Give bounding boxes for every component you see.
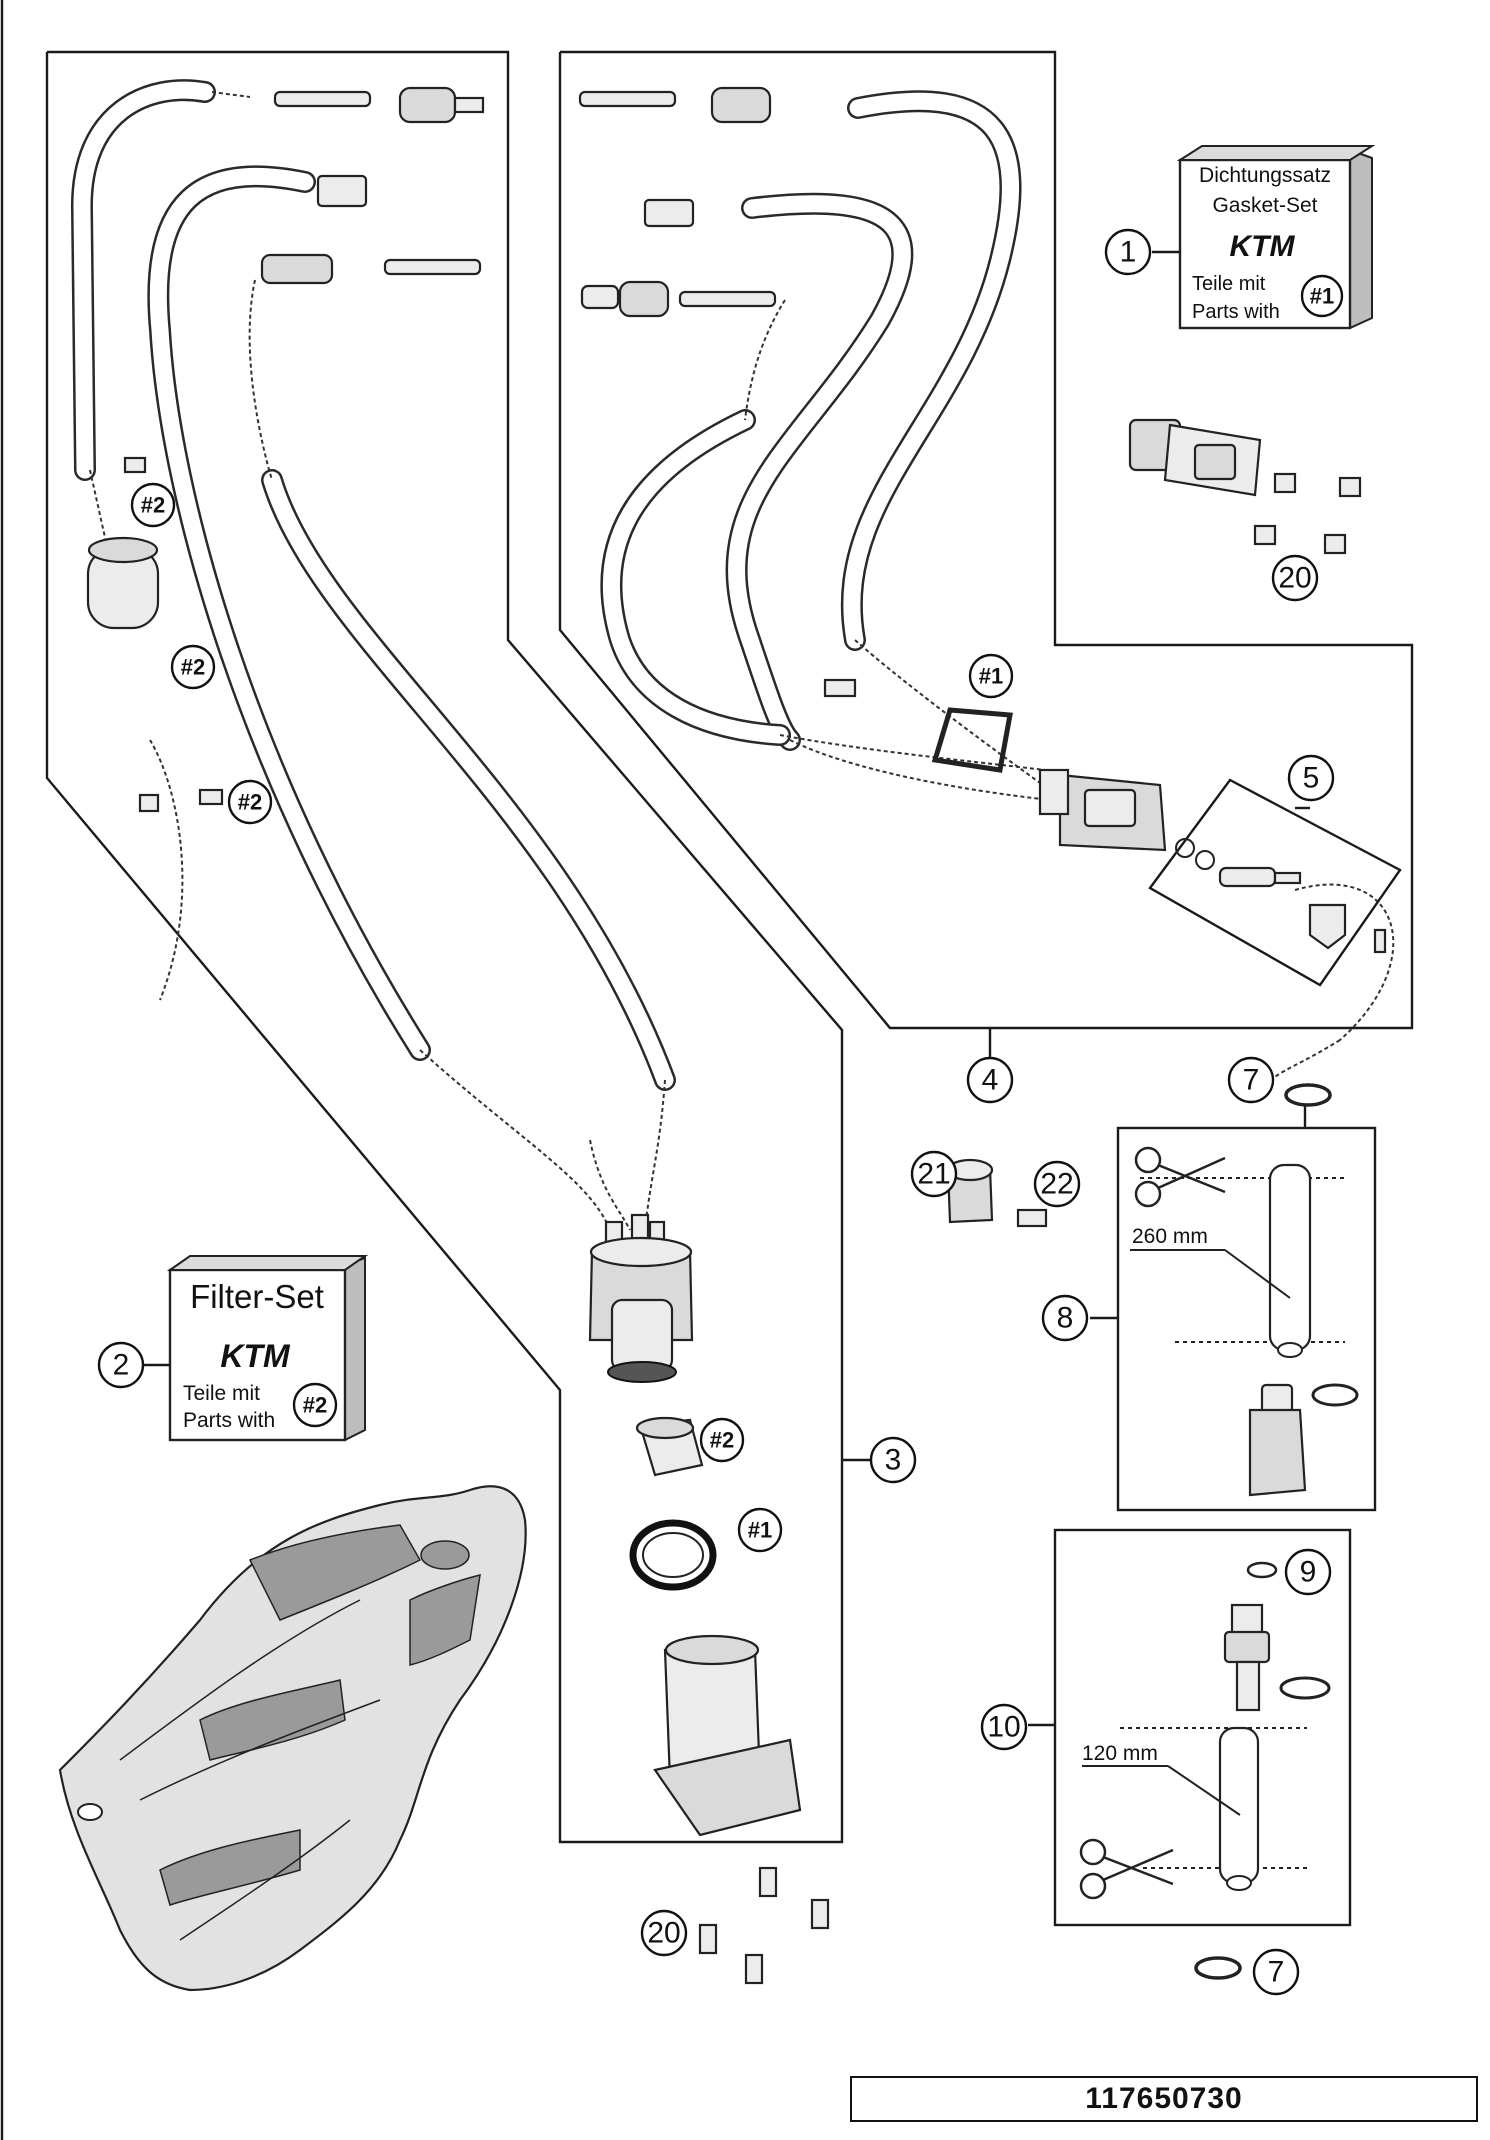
svg-text:1: 1 bbox=[1120, 236, 1137, 269]
fuel-pump bbox=[588, 1213, 694, 1383]
svg-text:3: 3 bbox=[885, 1444, 902, 1477]
pump-flange-right bbox=[1038, 768, 1167, 852]
left-hoses bbox=[70, 79, 676, 1231]
gasket-set-box: Dichtungssatz Gasket-Set KTM Teile mit P… bbox=[1176, 145, 1376, 330]
gasket-right bbox=[931, 707, 1013, 773]
ref-marker-1-gasket-right: #1 bbox=[968, 653, 1014, 699]
callout-2: 2 bbox=[97, 1341, 145, 1389]
ref-marker-1-gasket-pump: #1 bbox=[737, 1507, 783, 1553]
dimension-120: 120 mm bbox=[1082, 1742, 1158, 1765]
ref-marker-2-clip-lower: #2 bbox=[227, 779, 273, 825]
callout-3: 3 bbox=[869, 1436, 917, 1484]
svg-text:#2: #2 bbox=[238, 790, 262, 815]
group-4-outline bbox=[558, 50, 1414, 1030]
svg-text:#1: #1 bbox=[979, 664, 1003, 689]
callout-20-top: 20 bbox=[1271, 554, 1319, 602]
svg-text:#1: #1 bbox=[748, 1518, 772, 1543]
filter-set-note-en: Parts with bbox=[183, 1409, 275, 1432]
hose-clamp-top bbox=[1284, 1083, 1332, 1107]
gasket-set-title-en: Gasket-Set bbox=[1212, 194, 1317, 217]
svg-text:4: 4 bbox=[982, 1064, 999, 1097]
svg-text:10: 10 bbox=[987, 1711, 1020, 1744]
callout-9: 9 bbox=[1284, 1548, 1332, 1596]
hose-clamp-bottom bbox=[1194, 1956, 1242, 1980]
svg-text:20: 20 bbox=[1278, 562, 1311, 595]
callout-8: 8 bbox=[1041, 1294, 1089, 1342]
svg-text:5: 5 bbox=[1303, 762, 1320, 795]
filter-set-note-de: Teile mit bbox=[183, 1382, 260, 1405]
filter-set-box: Filter-Set KTM Teile mit Parts with #2 bbox=[166, 1255, 369, 1442]
svg-text:#2: #2 bbox=[181, 655, 205, 680]
ktm-logo: KTM bbox=[1230, 230, 1296, 263]
svg-text:#2: #2 bbox=[710, 1428, 734, 1453]
svg-text:22: 22 bbox=[1040, 1168, 1073, 1201]
svg-text:2: 2 bbox=[113, 1349, 130, 1382]
svg-text:#2: #2 bbox=[141, 493, 165, 518]
svg-text:21: 21 bbox=[917, 1158, 950, 1191]
frame-drawing bbox=[58, 1485, 527, 1992]
pump-module-top-right bbox=[1128, 418, 1362, 555]
filter-set-ref: #2 bbox=[303, 1393, 327, 1418]
callout-22: 22 bbox=[1033, 1160, 1081, 1208]
left-connectors bbox=[86, 86, 485, 813]
callout-20-bottom: 20 bbox=[640, 1909, 688, 1957]
svg-text:8: 8 bbox=[1057, 1302, 1074, 1335]
callout-7-top: 7 bbox=[1227, 1056, 1275, 1104]
filter-set-title: Filter-Set bbox=[190, 1278, 324, 1315]
gasket-set-title-de: Dichtungssatz bbox=[1199, 164, 1331, 187]
ref-marker-2-pump-filter: #2 bbox=[699, 1417, 745, 1463]
parts-21-22 bbox=[946, 1158, 1048, 1228]
group-5-parts bbox=[1175, 838, 1387, 954]
ref-marker-2-fuel-filter: #2 bbox=[170, 644, 216, 690]
group-5-outline bbox=[1148, 778, 1402, 987]
group-8-box: 260 mm bbox=[1090, 1090, 1377, 1512]
group-3-outline bbox=[45, 50, 844, 1844]
svg-text:7: 7 bbox=[1243, 1064, 1260, 1097]
gasket-set-note-de: Teile mit bbox=[1192, 273, 1266, 295]
gasket-set-ref: #1 bbox=[1310, 284, 1334, 309]
ref-marker-2-filter-clip: #2 bbox=[130, 482, 176, 528]
svg-text:20: 20 bbox=[647, 1917, 680, 1950]
svg-text:9: 9 bbox=[1300, 1556, 1317, 1589]
right-hoses bbox=[600, 90, 1395, 1086]
callout-1: 1 bbox=[1104, 228, 1152, 276]
svg-text:7: 7 bbox=[1268, 1956, 1285, 1989]
dimension-260: 260 mm bbox=[1132, 1225, 1208, 1248]
group-10-box: 120 mm bbox=[1028, 1528, 1352, 1927]
screws-20-bottom bbox=[698, 1866, 830, 1985]
callout-10: 10 bbox=[980, 1703, 1028, 1751]
callout-7-bottom: 7 bbox=[1252, 1948, 1300, 1996]
scissors-icon bbox=[1079, 1838, 1174, 1900]
scissors-icon bbox=[1134, 1146, 1226, 1208]
document-number: 117650730 bbox=[850, 2076, 1478, 2122]
right-connectors bbox=[578, 86, 857, 698]
callout-5: 5 bbox=[1287, 754, 1335, 802]
callout-4: 4 bbox=[966, 1056, 1014, 1104]
callout-21: 21 bbox=[910, 1150, 958, 1198]
ktm-logo: KTM bbox=[220, 1338, 291, 1374]
gasket-set-note-en: Parts with bbox=[1192, 301, 1280, 323]
pump-filter-parts bbox=[629, 1416, 802, 1837]
